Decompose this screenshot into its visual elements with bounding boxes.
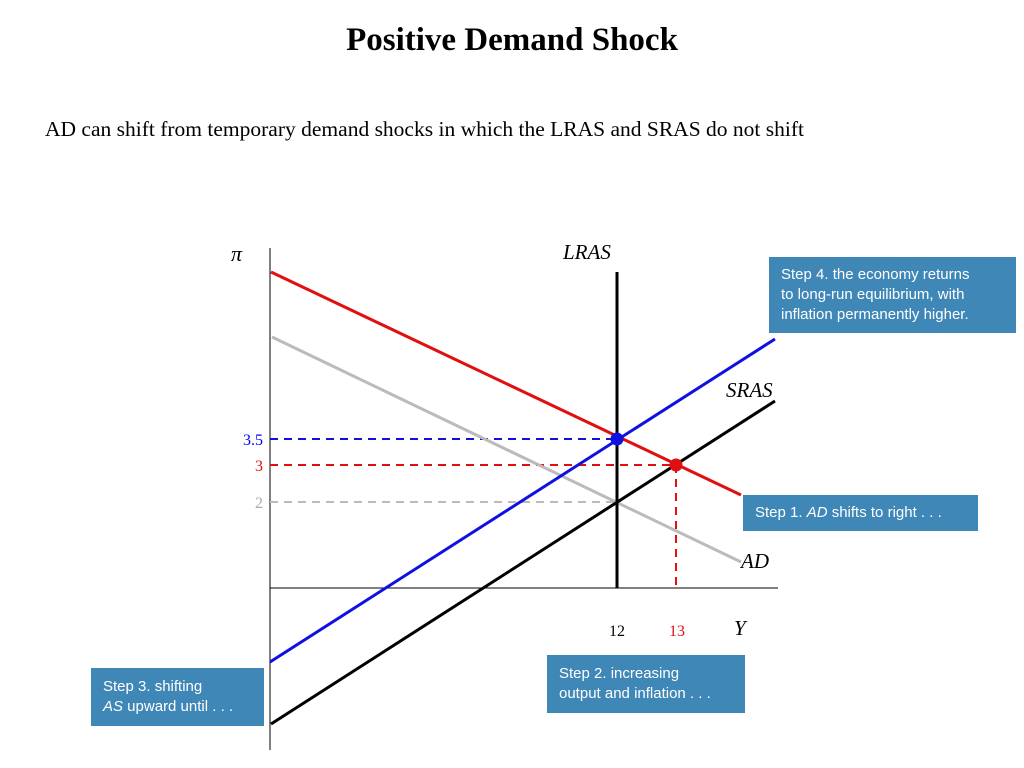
x-axis-label: Y (734, 616, 748, 640)
step2-line2: output and inflation . . . (559, 685, 711, 702)
step1-text: Step 1. AD shifts to right . . . (755, 503, 966, 523)
step1-emph: AD (806, 504, 828, 521)
lras-label: LRAS (562, 240, 611, 264)
y-tick-label-3: 3 (255, 458, 263, 475)
y-tick-label-2: 2 (255, 495, 263, 512)
step3-line2-rest: upward until . . . (123, 698, 234, 715)
step2-callout: Step 2. increasing output and inflation … (547, 655, 745, 713)
x-tick-label-12: 12 (609, 623, 625, 640)
y-tick-label-3-5: 3.5 (243, 432, 263, 449)
step1-prefix: Step 1. (755, 504, 807, 521)
step4-line2: to long-run equilibrium, with (781, 286, 965, 303)
slide-subtitle: AD can shift from temporary demand shock… (45, 117, 804, 141)
step4-line1: Step 4. the economy returns (781, 266, 970, 283)
step3-line1: Step 3. shifting (103, 678, 203, 695)
step4-line3: inflation permanently higher. (781, 306, 969, 323)
step3-emph: AS (103, 698, 124, 715)
new-sras-curve (269, 337, 776, 664)
new-ad-curve (270, 270, 742, 497)
long-run-equilibrium-point (610, 432, 624, 446)
original-sras-curve (270, 399, 776, 726)
step1-suffix: shifts to right . . . (827, 504, 942, 521)
step3-line2: AS upward until . . . (103, 697, 252, 717)
step1-callout: Step 1. AD shifts to right . . . (743, 495, 978, 531)
slide-title: Positive Demand Shock (346, 22, 678, 58)
short-run-equilibrium-point (669, 458, 683, 472)
y-axis-label: π (231, 241, 243, 266)
step2-line1: Step 2. increasing (559, 665, 680, 682)
step4-callout: Step 4. the economy returns to long-run … (769, 257, 1016, 333)
step3-callout: Step 3. shifting AS upward until . . . (91, 668, 264, 726)
x-tick-label-13: 13 (669, 623, 685, 640)
original-ad-curve (271, 335, 742, 564)
ad-label: AD (739, 549, 769, 573)
sras-label: SRAS (726, 378, 773, 402)
